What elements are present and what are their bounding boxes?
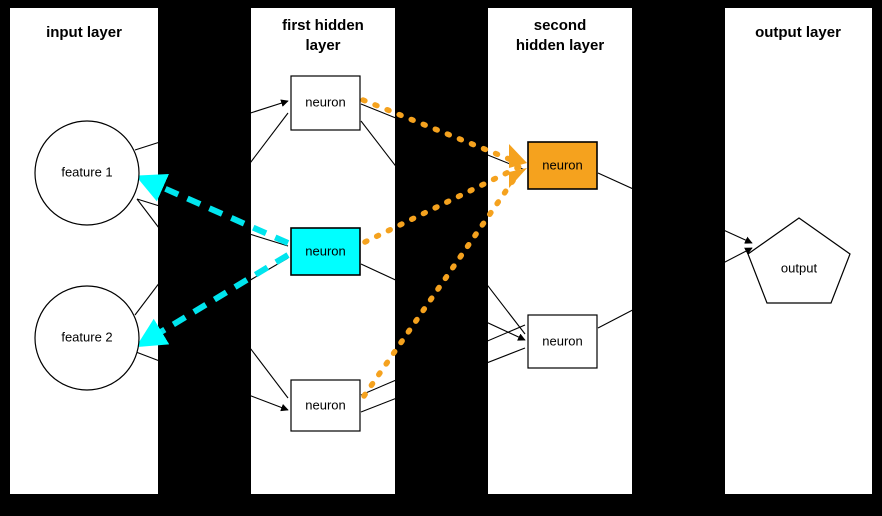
layer-title-input: input layer xyxy=(46,24,122,41)
layer-title-output: output layer xyxy=(755,24,841,41)
edge-h1n3-to-h2n2 xyxy=(360,347,526,413)
panel-second-hidden-layer xyxy=(488,8,632,494)
node-feature2[interactable]: feature 2 xyxy=(34,285,140,391)
edge-feature1-to-h1n2 xyxy=(136,198,289,247)
h1n1-label: neuron xyxy=(305,94,345,109)
panel-input-layer xyxy=(10,8,158,494)
h2n2-label: neuron xyxy=(542,333,582,348)
h2n1-label: neuron xyxy=(542,157,582,172)
edge-feature2-to-h1n1 xyxy=(134,112,289,316)
h1n2-label: neuron xyxy=(305,243,345,258)
node-feature1[interactable]: feature 1 xyxy=(34,120,140,226)
feature2-label: feature 2 xyxy=(61,329,112,344)
layer-title-second-hidden-line1: second xyxy=(534,17,587,34)
edge-highlight-h1n2-to-h2n1 xyxy=(362,164,522,245)
h2n1-box[interactable] xyxy=(527,141,598,190)
h1n2-box[interactable] xyxy=(290,227,361,276)
layer-titles: input layer first hidden layer second hi… xyxy=(46,17,841,54)
h2n2-box[interactable] xyxy=(527,314,598,369)
feature2-circle[interactable] xyxy=(34,285,140,391)
edge-h1n1-to-h2n2 xyxy=(360,120,526,335)
output-label: output xyxy=(781,260,818,275)
layer-title-second-hidden-line2: hidden layer xyxy=(516,37,605,54)
edge-highlight-feature1 xyxy=(135,173,290,246)
edge-h1n1-to-h2n1-base xyxy=(360,103,526,171)
edge-h1n2-to-h2n2 xyxy=(360,263,526,341)
node-h2n2[interactable]: neuron xyxy=(527,314,598,369)
edge-feature2-to-h1n3 xyxy=(135,351,289,412)
layer-title-first-hidden-line2: layer xyxy=(305,37,340,54)
edge-h2n1-to-output xyxy=(597,172,753,244)
feature1-circle[interactable] xyxy=(34,120,140,226)
feature1-label: feature 1 xyxy=(61,164,112,179)
node-h1n2-highlighted[interactable]: neuron xyxy=(290,227,361,276)
edges-orange-highlight xyxy=(360,97,527,399)
edge-h1n3-to-h2n1-base xyxy=(360,324,526,396)
node-h2n1-highlighted[interactable]: neuron xyxy=(527,141,598,190)
edges-plain xyxy=(134,99,753,413)
h1n3-box[interactable] xyxy=(290,379,361,432)
layer-panels xyxy=(10,8,872,494)
edges-cyan-highlight xyxy=(135,173,290,348)
edge-highlight-feature2 xyxy=(135,252,290,348)
orange-arrowhead-upper xyxy=(509,144,527,168)
node-h1n1[interactable]: neuron xyxy=(290,75,361,131)
edge-highlight-h1n1-to-h2n1 xyxy=(360,97,522,166)
layer-title-first-hidden-line1: first hidden xyxy=(282,17,364,34)
node-output[interactable]: output xyxy=(747,217,851,304)
edge-h2n2-to-output xyxy=(597,247,753,329)
output-pentagon[interactable] xyxy=(747,217,851,304)
h1n3-label: neuron xyxy=(305,397,345,412)
edge-feature1-to-h1n1 xyxy=(134,99,289,151)
orange-arrowhead-lower xyxy=(509,168,527,188)
edge-feature1-to-h1n3 xyxy=(136,198,289,399)
h1n1-box[interactable] xyxy=(290,75,361,131)
node-h1n3[interactable]: neuron xyxy=(290,379,361,432)
